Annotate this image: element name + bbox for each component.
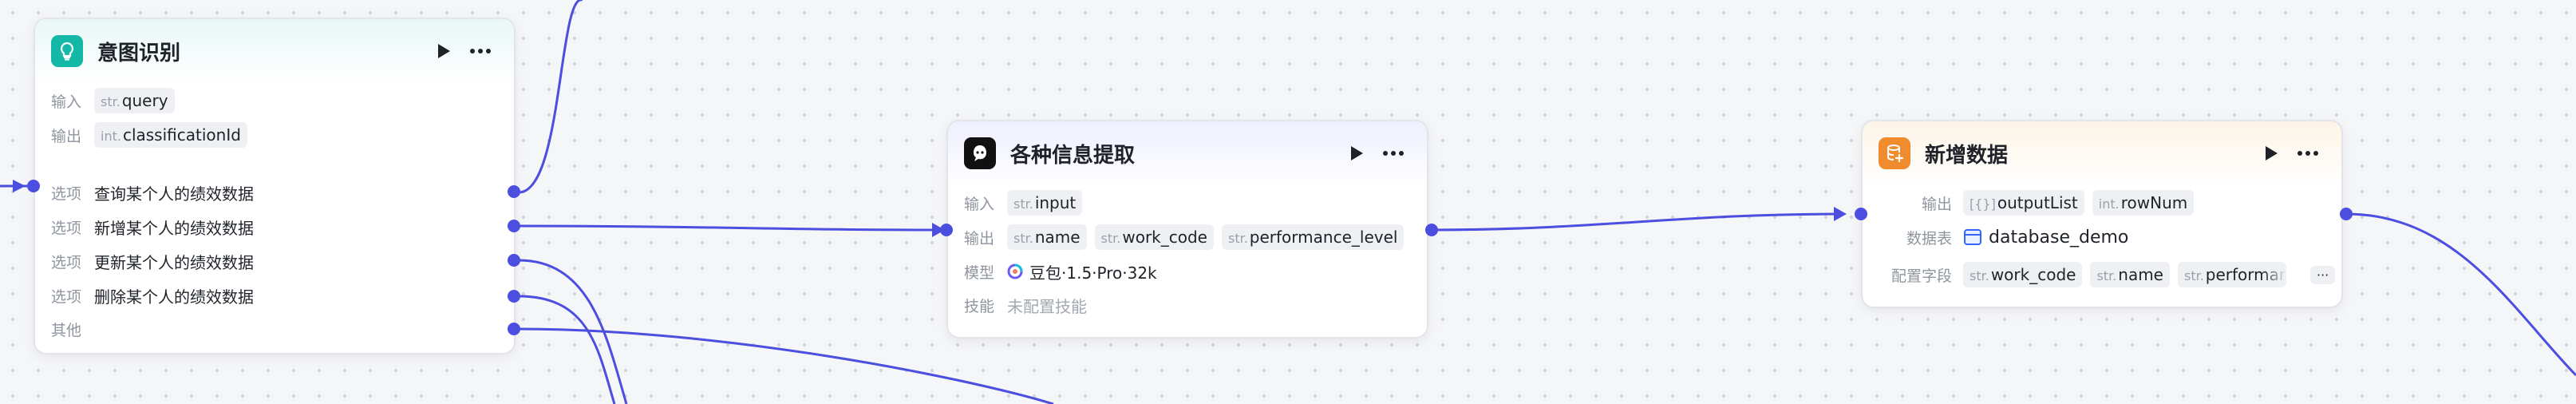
extract-output-row: 输出 str.name str.work_code str.performanc… <box>964 223 1412 252</box>
model-label: 模型 <box>964 263 995 282</box>
more-icon[interactable] <box>2294 139 2322 168</box>
extract-input-row: 输入 str.input <box>964 188 1090 217</box>
more-icon[interactable] <box>1379 139 1408 168</box>
output-param-tag: int.classificationId <box>94 122 247 148</box>
option-text: 更新某个人的绩效数据 <box>94 252 254 272</box>
option-3-port[interactable] <box>508 254 520 267</box>
add-output-port[interactable] <box>2340 208 2353 220</box>
intent-input-port[interactable] <box>27 180 40 192</box>
edge-option2-to-extract <box>518 224 934 232</box>
add-output-row: 输出 [{}]outputList int.rowNum <box>1879 188 2202 217</box>
edge-extract-to-add <box>1431 212 1844 232</box>
other-label: 其他 <box>51 321 82 339</box>
add-input-port[interactable] <box>1855 208 1867 220</box>
skill-value: 未配置技能 <box>1007 296 1087 316</box>
intent-option-3[interactable]: 选项 更新某个人的绩效数据 <box>51 247 254 275</box>
input-param-tag: str.input <box>1007 190 1083 216</box>
intent-node-header[interactable]: 意图识别 <box>35 19 514 83</box>
llm-icon <box>964 137 996 169</box>
edge-option1-top <box>518 0 583 194</box>
output-param-tag: [{}]outputList <box>1963 190 2084 216</box>
more-icon[interactable] <box>466 37 495 65</box>
intent-option-4[interactable]: 选项 删除某个人的绩效数据 <box>51 281 254 310</box>
field-param-tag: str.performance_level <box>2177 262 2286 287</box>
more-fields-button[interactable]: ··· <box>2309 265 2336 284</box>
output-label: 输出 <box>964 229 995 248</box>
option-2-port[interactable] <box>508 220 520 232</box>
extract-skill-row: 技能 未配置技能 <box>964 291 1087 319</box>
add-data-node-header[interactable]: 新增数据 <box>1863 121 2341 185</box>
intent-option-other[interactable]: 其他 <box>51 315 81 343</box>
option-4-port[interactable] <box>508 290 520 303</box>
intent-input-row: 输入 str.query <box>51 86 183 115</box>
arrowhead-add <box>1834 207 1847 221</box>
edge-other-down <box>518 327 1054 404</box>
doubao-logo-icon <box>1007 263 1023 279</box>
table-label: 数据表 <box>1906 229 1952 248</box>
skill-label: 技能 <box>964 297 995 315</box>
lightbulb-icon <box>51 35 83 67</box>
extract-output-port[interactable] <box>1425 224 1438 236</box>
add-fields-row: 配置字段 str.work_code str.name str.performa… <box>1879 260 2343 289</box>
extract-node[interactable]: 各种信息提取 输入 str.input 输出 str.name str.work… <box>946 120 1428 339</box>
other-port[interactable] <box>508 323 520 335</box>
table-name: database_demo <box>1989 227 2129 248</box>
intent-option-2[interactable]: 选项 新增某个人的绩效数据 <box>51 212 254 241</box>
input-param-tag: str.query <box>94 88 175 113</box>
option-text: 新增某个人的绩效数据 <box>94 218 254 238</box>
add-data-node-title: 新增数据 <box>1925 143 2009 168</box>
play-icon[interactable] <box>429 37 458 65</box>
option-text: 查询某个人的绩效数据 <box>94 184 254 204</box>
option-text: 删除某个人的绩效数据 <box>94 287 254 307</box>
database-add-icon <box>1879 137 1910 169</box>
edge-option4-down <box>518 295 616 404</box>
output-param-tag: str.performance_level <box>1221 224 1405 250</box>
input-label: 输入 <box>51 93 82 111</box>
extract-input-port[interactable] <box>940 224 953 236</box>
output-label: 输出 <box>51 127 82 145</box>
extract-model-row: 模型 豆包·1.5·Pro·32k <box>964 257 1157 286</box>
play-icon[interactable] <box>2257 139 2286 168</box>
output-label: 输出 <box>1921 195 1952 213</box>
arrowhead-extract <box>932 223 945 237</box>
output-param-tag: str.work_code <box>1094 224 1214 250</box>
output-param-tag: str.name <box>1007 224 1087 250</box>
edge-add-out <box>2345 212 2576 377</box>
intent-option-1[interactable]: 选项 查询某个人的绩效数据 <box>51 178 254 207</box>
arrowhead-intent <box>13 180 26 192</box>
option-1-port[interactable] <box>508 185 520 198</box>
field-param-tag: str.name <box>2090 262 2170 287</box>
intent-output-row: 输出 int.classificationId <box>51 121 255 149</box>
input-label: 输入 <box>964 195 995 213</box>
play-icon[interactable] <box>1342 139 1371 168</box>
field-param-tag: str.work_code <box>1963 262 2083 287</box>
add-table-row: 数据表 database_demo <box>1879 223 2128 252</box>
intent-node[interactable]: 意图识别 输入 str.query 输出 int.classificationI… <box>34 18 516 354</box>
intent-node-title: 意图识别 <box>97 41 181 65</box>
table-icon <box>1963 228 1982 247</box>
model-name: 豆包·1.5·Pro·32k <box>1029 263 1157 283</box>
output-param-tag: int.rowNum <box>2092 190 2195 216</box>
add-data-node[interactable]: 新增数据 输出 [{}]outputList int.rowNum 数据表 da… <box>1861 120 2343 308</box>
extract-node-title: 各种信息提取 <box>1010 143 1136 168</box>
fields-label: 配置字段 <box>1891 267 1952 285</box>
edge-option3-down <box>518 259 628 404</box>
extract-node-header[interactable]: 各种信息提取 <box>948 121 1427 185</box>
